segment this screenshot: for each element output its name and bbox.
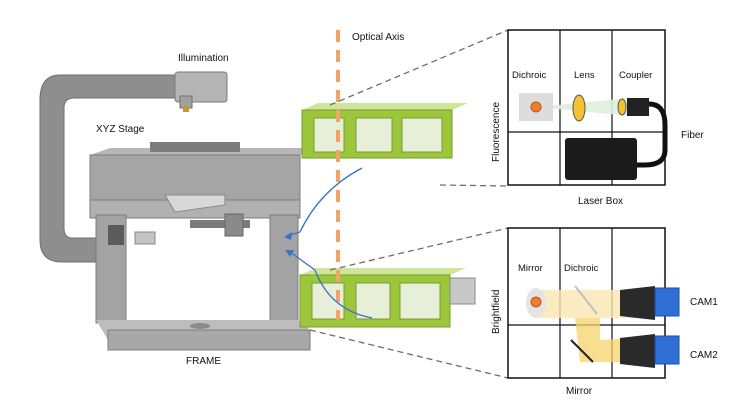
fiber-cable (636, 101, 668, 168)
fl-header-dichroic: Dichroic (512, 70, 547, 81)
bf-header-mirror: Mirror (518, 263, 543, 274)
brightfield-panel (507, 227, 680, 379)
cam1-label: CAM1 (690, 297, 718, 308)
connector-lines (309, 29, 509, 379)
illumination-arm (39, 71, 228, 263)
illumination-label: Illumination (178, 53, 229, 64)
cam1-icon (620, 286, 680, 320)
fluorescence-label: Fluorescence (491, 101, 502, 162)
light-source-dot (530, 101, 542, 113)
cam2-label: CAM2 (690, 350, 718, 361)
frame-body (89, 142, 311, 351)
bf-header-dichroic: Dichroic (564, 263, 599, 274)
mirror-icon (570, 339, 594, 363)
laser-box-label: Laser Box (578, 196, 624, 207)
fluorescence-module (301, 103, 468, 159)
light-path-arrows (284, 167, 373, 319)
cam2-icon (620, 334, 680, 368)
brightfield-module (299, 268, 476, 328)
lens-icon (572, 94, 586, 122)
frame-label: FRAME (186, 356, 221, 367)
fl-header-coupler: Coupler (619, 70, 653, 81)
laser-box (565, 138, 637, 180)
brightfield-label: Brightfield (491, 289, 502, 334)
fluorescence-panel (507, 29, 668, 186)
fl-header-lens: Lens (574, 70, 595, 81)
coupler-icon (617, 98, 627, 116)
mirror-bottom-label: Mirror (566, 386, 593, 397)
bf-light-source-dot (530, 296, 542, 308)
dichroic-icon (574, 285, 598, 315)
fiber-label: Fiber (681, 130, 704, 141)
optical-axis-label: Optical Axis (352, 32, 405, 43)
xyz-stage-label: XYZ Stage (96, 124, 145, 135)
